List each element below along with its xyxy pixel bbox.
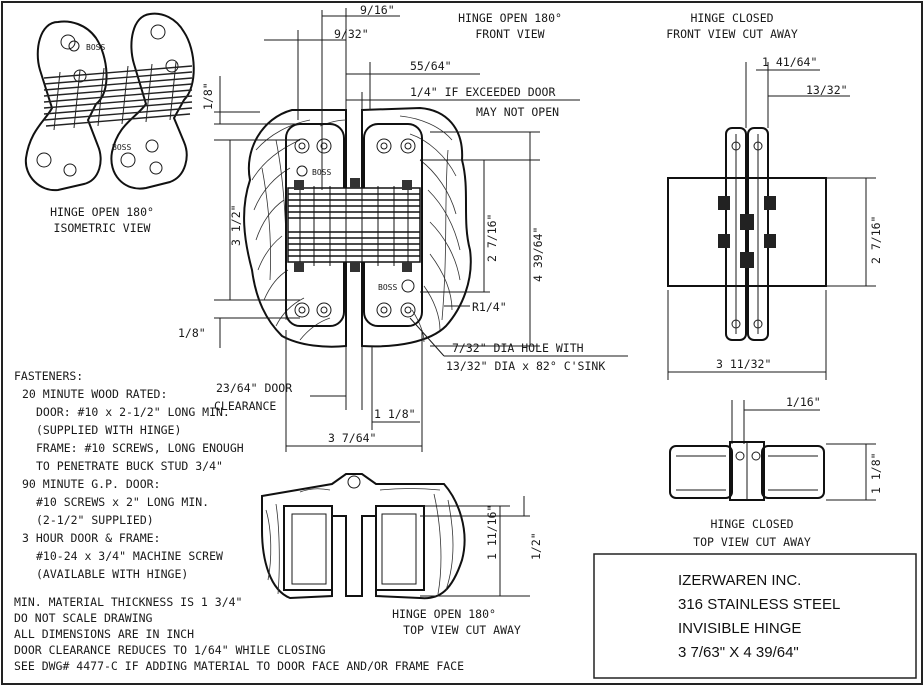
note-line-4: SEE DWG# 4477-C IF ADDING MATERIAL TO DO…: [14, 659, 464, 673]
closed-front-title-2: FRONT VIEW CUT AWAY: [666, 27, 798, 41]
fasteners-line-8: (2-1/2" SUPPLIED): [36, 513, 154, 527]
clearance-1: 23/64" DOOR: [216, 381, 292, 395]
dim-1-4-exceeded: 1/4" IF EXCEEDED DOOR: [410, 85, 555, 99]
closed-top-view: 1/16" 1 1/8" HINGE CLOSED TOP VIEW CUT A…: [669, 395, 883, 549]
dim-2-7-16: 2 7/16": [485, 214, 499, 262]
dim-c-1-16: 1/16": [786, 395, 821, 409]
dim-1-2: 1/2": [529, 532, 543, 560]
closed-front-view: HINGE CLOSED FRONT VIEW CUT AWAY 1 41/64…: [666, 11, 883, 380]
dim-r-1-4: R1/4": [472, 300, 507, 314]
iso-marking-boss-2: BOSS: [112, 143, 131, 152]
title-product: INVISIBLE HINGE: [678, 620, 801, 637]
iso-marking-boss: BOSS: [86, 43, 105, 52]
open-top-title-1: HINGE OPEN 180°: [392, 607, 496, 621]
dim-3-1-2: 3 1/2": [229, 204, 243, 246]
note-line-3: DOOR CLEARANCE REDUCES TO 1/64" WHILE CL…: [14, 643, 326, 657]
isometric-view: BOSS BOSS HINGE OPEN 180° ISOMETRIC VIEW: [24, 12, 195, 235]
fasteners-line-9: 3 HOUR DOOR & FRAME:: [22, 531, 160, 545]
dim-1-8-bottom: 1/8": [178, 326, 206, 340]
fasteners-line-4: FRAME: #10 SCREWS, LONG ENOUGH: [36, 441, 244, 455]
dim-c-1-1-8: 1 1/8": [869, 452, 883, 494]
front-view-title-1: HINGE OPEN 180°: [458, 11, 562, 25]
fasteners-line-5: TO PENETRATE BUCK STUD 3/4": [36, 459, 223, 473]
title-block: IZERWAREN INC. 316 STAINLESS STEEL INVIS…: [593, 553, 917, 679]
fasteners-notes: FASTENERS: 20 MINUTE WOOD RATED: DOOR: #…: [14, 369, 244, 581]
fasteners-line-0: FASTENERS:: [14, 369, 83, 383]
note-line-2: ALL DIMENSIONS ARE IN INCH: [14, 627, 194, 641]
dim-9-16: 9/16": [360, 3, 395, 17]
closed-top-title-1: HINGE CLOSED: [710, 517, 793, 531]
iso-view-title-1: HINGE OPEN 180°: [50, 205, 154, 219]
open-top-title-2: TOP VIEW CUT AWAY: [403, 623, 521, 637]
dim-55-64: 55/64": [410, 59, 452, 73]
hole-callout-1: 7/32" DIA HOLE WITH: [452, 341, 584, 355]
closed-top-title-2: TOP VIEW CUT AWAY: [693, 535, 811, 549]
title-company: IZERWAREN INC.: [678, 572, 801, 589]
clearance-2: CLEARANCE: [214, 399, 276, 413]
fasteners-line-6: 90 MINUTE G.P. DOOR:: [22, 477, 160, 491]
dim-c-3-11-32: 3 11/32": [716, 357, 771, 371]
hole-callout-2: 13/32" DIA x 82° C'SINK: [446, 359, 605, 373]
fasteners-line-3: (SUPPLIED WITH HINGE): [36, 423, 181, 437]
dim-9-32: 9/32": [334, 27, 369, 41]
dim-c-13-32: 13/32": [806, 83, 848, 97]
note-line-1: DO NOT SCALE DRAWING: [14, 611, 153, 625]
fasteners-line-10: #10-24 x 3/4" MACHINE SCREW: [36, 549, 223, 563]
dim-4-39-64: 4 39/64": [531, 227, 545, 282]
fasteners-line-7: #10 SCREWS x 2" LONG MIN.: [36, 495, 209, 509]
dim-1-1-8: 1 1/8": [374, 407, 416, 421]
iso-view-title-2: ISOMETRIC VIEW: [54, 221, 151, 235]
dim-1-11-16: 1 11/16": [485, 505, 499, 560]
open-top-view: 1 11/16" 1/2" HINGE OPEN 180° TOP VIEW C…: [261, 473, 543, 637]
dim-may-not-open: MAY NOT OPEN: [476, 105, 559, 119]
fasteners-line-2: DOOR: #10 x 2-1/2" LONG MIN.: [36, 405, 230, 419]
dim-c-1-41-64: 1 41/64": [762, 55, 817, 69]
fasteners-line-11: (AVAILABLE WITH HINGE): [36, 567, 188, 581]
front-view-title-2: FRONT VIEW: [475, 27, 544, 41]
note-line-0: MIN. MATERIAL THICKNESS IS 1 3/4": [14, 595, 242, 609]
open-front-view: HINGE OPEN 180° FRONT VIEW: [178, 3, 628, 452]
title-size: 3 7/63" X 4 39/64": [678, 644, 799, 661]
fasteners-line-1: 20 MINUTE WOOD RATED:: [22, 387, 167, 401]
general-notes: MIN. MATERIAL THICKNESS IS 1 3/4" DO NOT…: [14, 595, 464, 673]
front-marking-boss-2: BOSS: [378, 283, 397, 292]
front-linkage: [287, 178, 421, 272]
dim-3-7-64: 3 7/64": [328, 431, 376, 445]
dim-c-2-7-16: 2 7/16": [869, 216, 883, 264]
closed-front-title-1: HINGE CLOSED: [690, 11, 773, 25]
title-material: 316 STAINLESS STEEL: [678, 596, 840, 613]
dim-1-8-top: 1/8": [201, 82, 215, 110]
